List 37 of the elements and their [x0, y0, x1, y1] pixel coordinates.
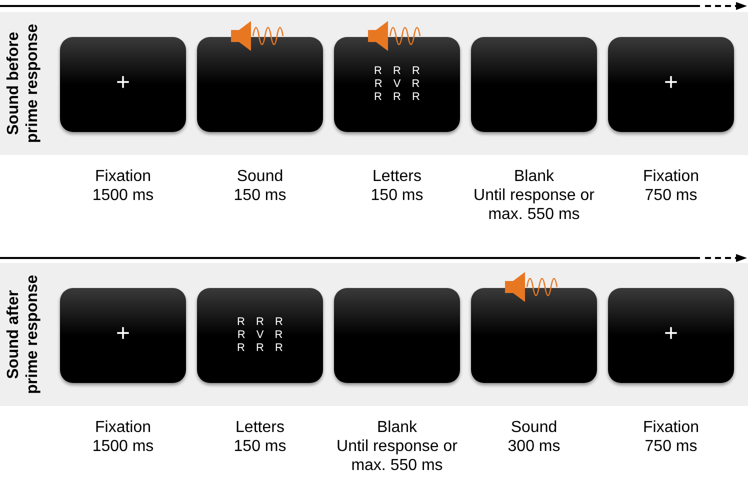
- duration-label: Until response or max. 550 ms: [473, 186, 595, 224]
- fixation-cross: +: [114, 320, 131, 348]
- display-screen: [608, 288, 734, 383]
- duration-label: 1500 ms: [91, 437, 155, 456]
- fixation-cross: +: [114, 69, 131, 97]
- screen-caption: Blank: [376, 418, 418, 437]
- duration-label: 750 ms: [644, 186, 698, 205]
- display-screen: [471, 37, 597, 132]
- screen-caption: Letters: [234, 418, 286, 437]
- screen-caption: Letters: [372, 167, 422, 186]
- screen-caption: Sound: [510, 418, 558, 437]
- display-screen: [608, 37, 734, 132]
- condition-band: [0, 263, 748, 406]
- display-screen: [197, 288, 323, 383]
- condition-band: [0, 12, 748, 155]
- fixation-cross: +: [662, 320, 679, 348]
- screen-caption: Fixation: [94, 167, 152, 186]
- duration-label: 300 ms: [506, 437, 562, 456]
- screen-caption: Blank: [512, 167, 556, 186]
- screen-caption: Fixation: [642, 418, 700, 437]
- screen-caption: Fixation: [94, 418, 152, 437]
- letter-array: R R R R V R R R R: [236, 316, 284, 355]
- duration-label: 1500 ms: [91, 186, 155, 205]
- duration-label: 150 ms: [370, 186, 424, 205]
- letter-array: R R R R V R R R R: [373, 65, 421, 104]
- screen-caption: Sound: [236, 167, 284, 186]
- duration-label: 150 ms: [232, 437, 288, 456]
- display-screen: [60, 288, 186, 383]
- duration-label: 750 ms: [644, 437, 698, 456]
- condition-label: Sound before prime response: [4, 22, 42, 146]
- duration-label: 150 ms: [232, 186, 288, 205]
- display-screen: [60, 37, 186, 132]
- display-screen: [334, 288, 460, 383]
- fixation-cross: +: [662, 69, 679, 97]
- duration-label: Until response or max. 550 ms: [336, 437, 458, 475]
- condition-label: Sound after prime response: [4, 274, 42, 396]
- screen-caption: Fixation: [642, 167, 700, 186]
